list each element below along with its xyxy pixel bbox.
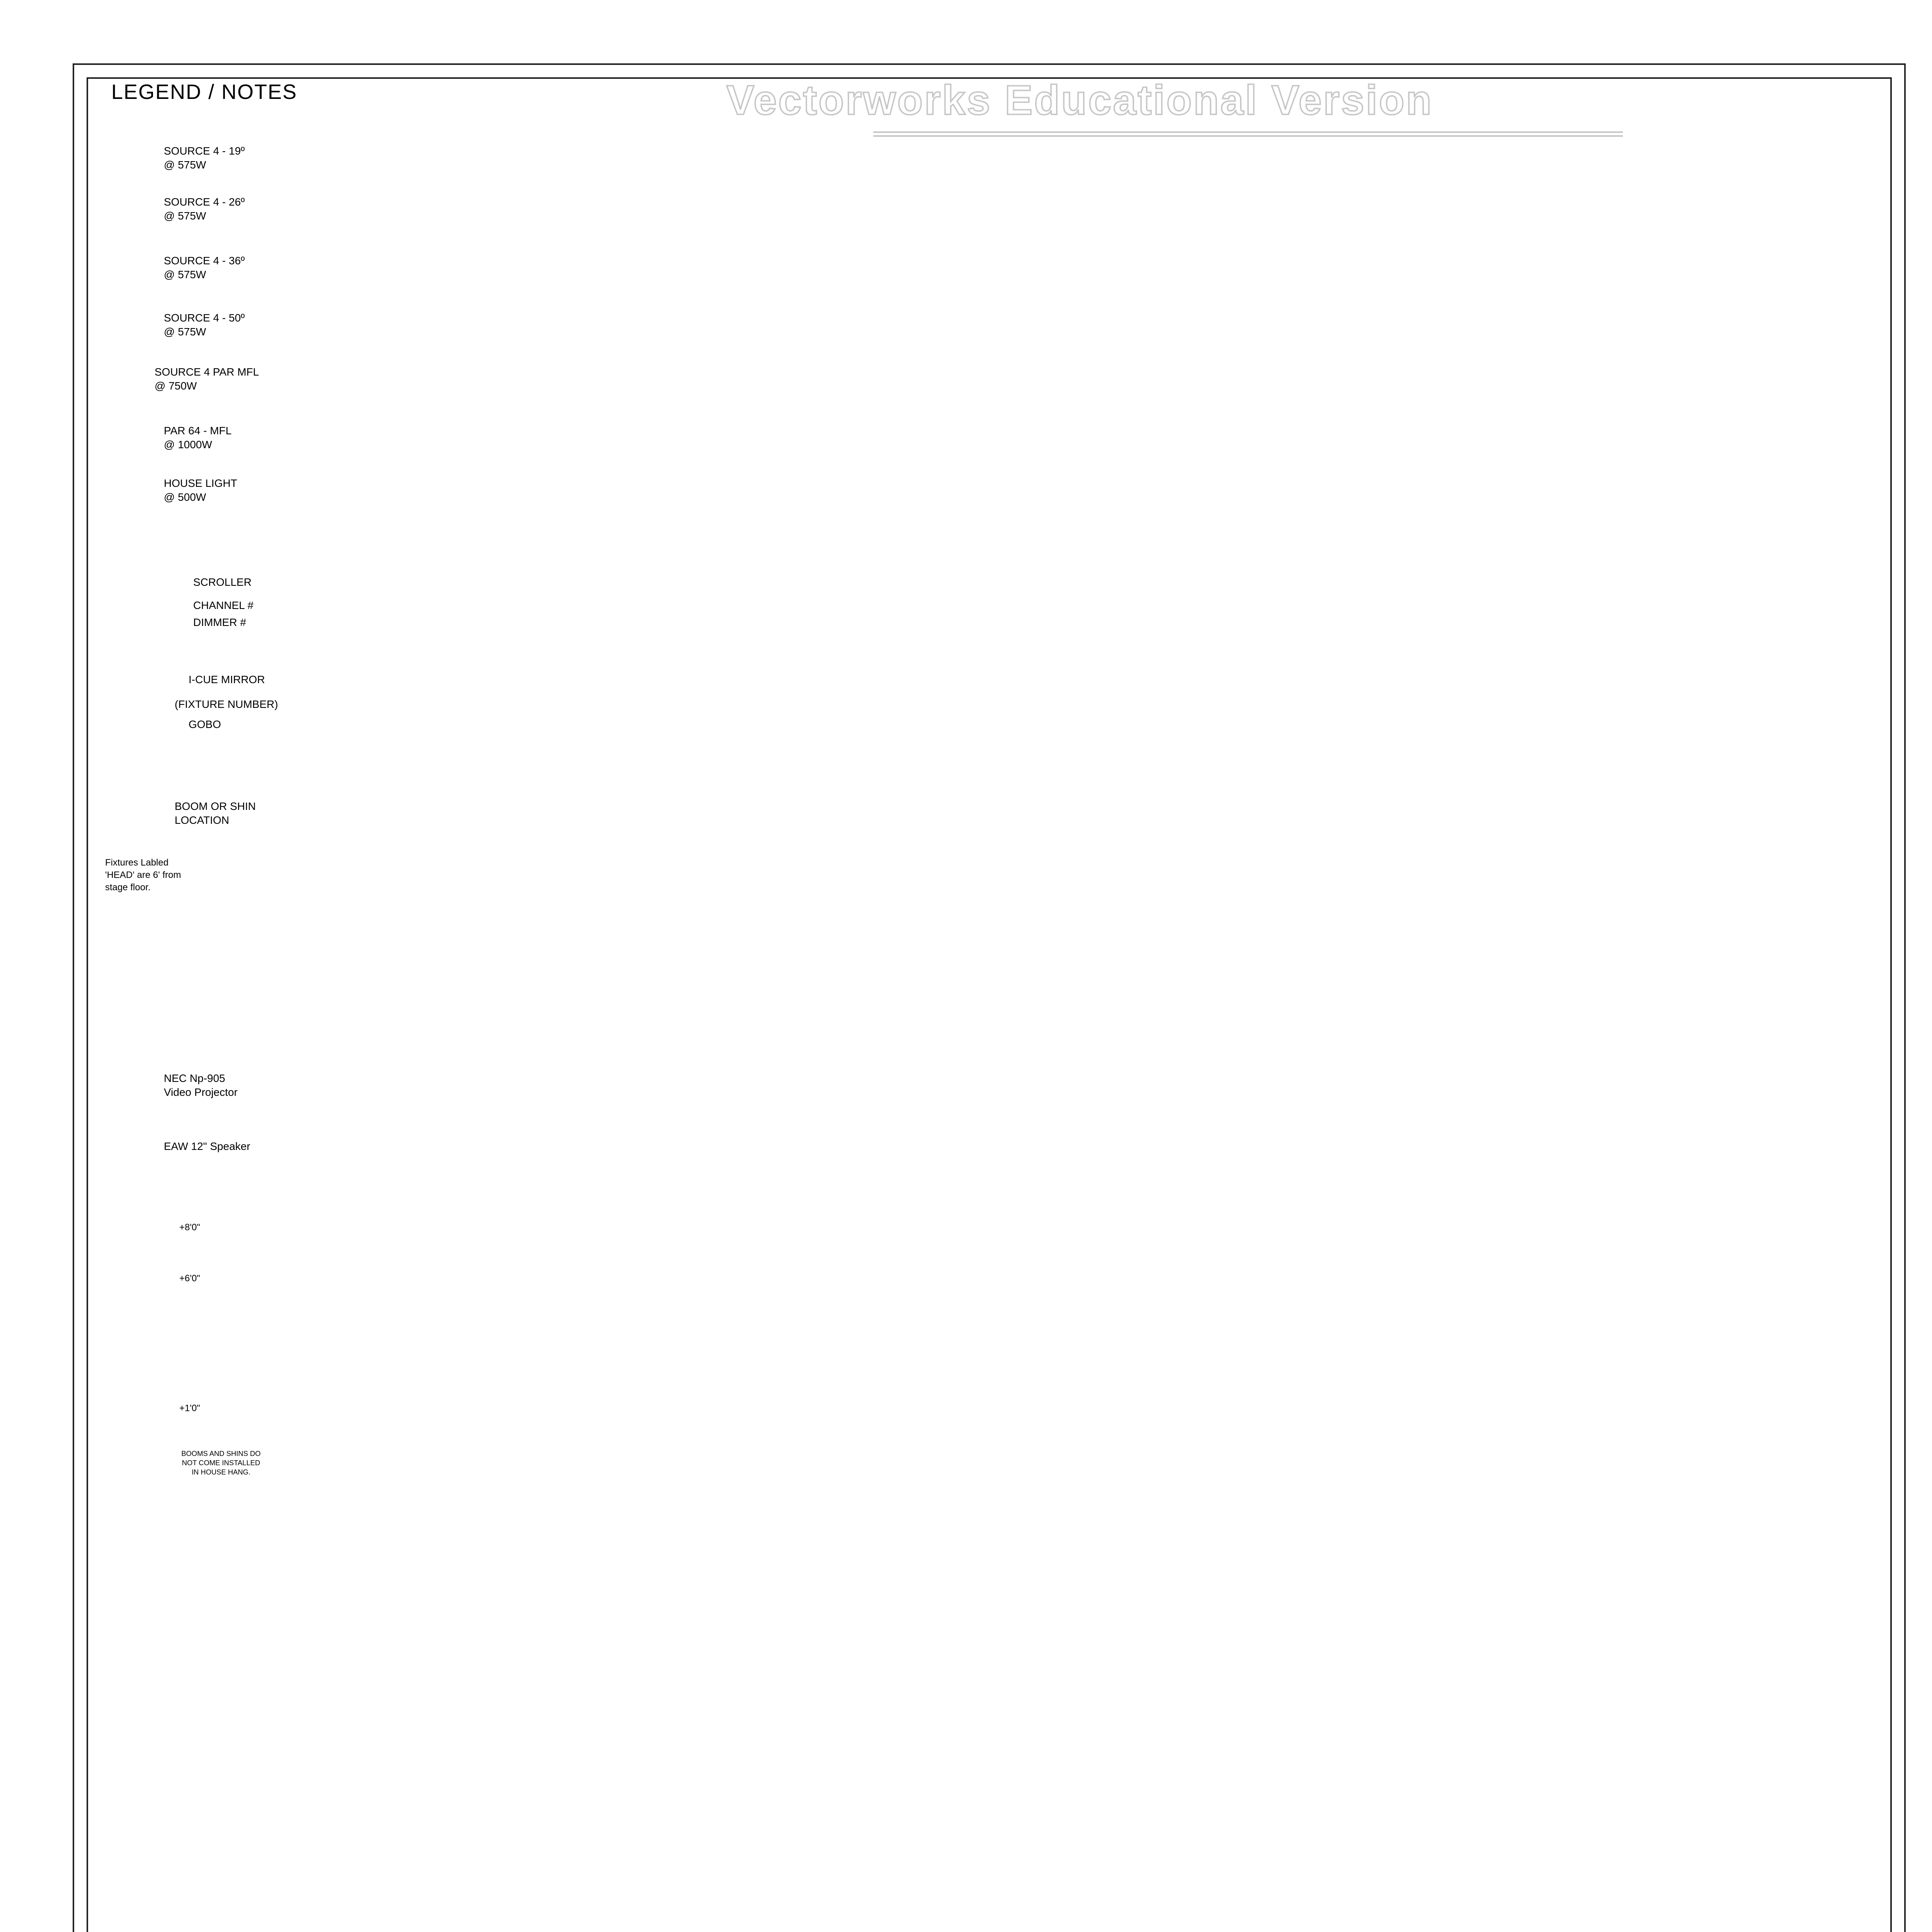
legend-parmfl: SOURCE 4 PAR MFL @ 750W [155, 368, 259, 395]
legend-nec-l2: Video Projector [164, 1088, 238, 1099]
legend-title: LEGEND / NOTES [111, 80, 298, 104]
legend-house-l1: HOUSE LIGHT [164, 479, 237, 490]
legend-scroller: SCROLLER [193, 578, 252, 589]
legend-boom-l1: BOOM OR SHIN [175, 802, 256, 813]
watermark-top-underline [873, 131, 1623, 133]
inner-border [87, 77, 1892, 1932]
legend-source-50-l2: @ 575W [164, 327, 206, 338]
legend-boom-l2: LOCATION [175, 816, 230, 827]
boomnote-1: NOT COME INSTALLED [182, 1459, 260, 1467]
legend-house: HOUSE LIGHT @ 500W [164, 479, 237, 506]
legend-headnote: Fixtures Labled 'HEAD' are 6' from stage f… [105, 858, 181, 895]
legend-source-26-l2: @ 575W [164, 211, 206, 222]
legend-boom: BOOM OR SHIN LOCATION [175, 802, 256, 829]
legend-channel: CHANNEL # [193, 601, 254, 612]
legend-source-19: SOURCE 4 - 19º @ 575W [164, 147, 245, 174]
legend-source-19-l1: SOURCE 4 - 19º [164, 147, 245, 158]
legend-source-36-l1: SOURCE 4 - 36º [164, 257, 245, 267]
legend-source-50-l1: SOURCE 4 - 50º [164, 314, 245, 325]
legend-parmfl-l2: @ 750W [155, 381, 197, 392]
legend-source-26-l1: SOURCE 4 - 26º [164, 198, 245, 209]
legend-par64: PAR 64 - MFL @ 1000W [164, 427, 231, 454]
legend-source-36-l2: @ 575W [164, 270, 206, 281]
legend-source-19-l2: @ 575W [164, 160, 206, 171]
legend-dimmer: DIMMER # [193, 618, 246, 629]
legend-height-8: +8'0" [179, 1224, 200, 1233]
legend-source-26: SOURCE 4 - 26º @ 575W [164, 198, 245, 225]
legend-nec-l1: NEC Np-905 [164, 1074, 225, 1085]
legend-gobo: GOBO [189, 720, 221, 731]
legend-house-l2: @ 500W [164, 493, 206, 503]
watermark-top: Vectorworks Educational Version [726, 77, 1433, 124]
legend-source-50: SOURCE 4 - 50º @ 575W [164, 314, 245, 341]
headnote-1: 'HEAD' are 6' from [105, 872, 181, 881]
headnote-2: stage floor. [105, 884, 151, 894]
boomnote-0: BOOMS AND SHINS DO [181, 1450, 261, 1458]
legend-icue: I-CUE MIRROR [189, 675, 265, 686]
legend-eaw: EAW 12" Speaker [164, 1142, 250, 1153]
legend-height-1: +1'0" [179, 1405, 200, 1414]
boomnote-2: IN HOUSE HANG. [191, 1468, 251, 1476]
legend-par64-l2: @ 1000W [164, 440, 212, 451]
legend-source-36: SOURCE 4 - 36º @ 575W [164, 257, 245, 284]
legend-fixnum: (FIXTURE NUMBER) [175, 700, 278, 711]
outer-border [73, 63, 1906, 1932]
legend-par64-l1: PAR 64 - MFL [164, 427, 232, 437]
legend-parmfl-l1: SOURCE 4 PAR MFL [155, 368, 259, 379]
headnote-0: Fixtures Labled [105, 859, 169, 869]
legend-height-6: +6'0" [179, 1275, 200, 1284]
